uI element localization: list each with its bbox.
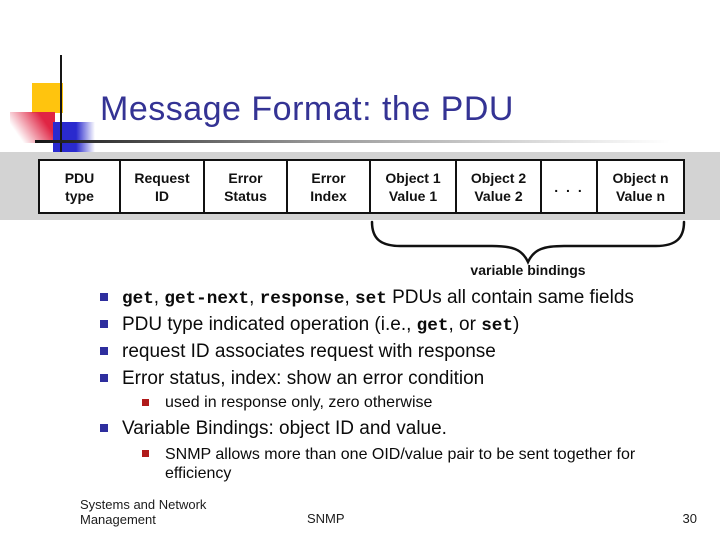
footer-section-label: SNMP: [307, 511, 345, 526]
bullet-text: ,: [153, 287, 165, 308]
bullet-text: response: [259, 289, 345, 309]
subbullet-response-only: used in response only, zero otherwise: [142, 394, 433, 412]
cell-line: Object n: [612, 169, 669, 186]
bullet-text: get: [122, 289, 154, 309]
bullet-text: ,: [249, 287, 260, 308]
cell-line: Object 2: [470, 169, 527, 186]
bullet-text: get: [416, 316, 449, 336]
cell-line: Value 2: [474, 187, 523, 204]
bullet-text: Variable Bindings: object ID and value.: [122, 418, 447, 439]
bullet-text: , or: [448, 314, 482, 335]
pdu-cell-ellipsis: . . .: [542, 161, 598, 212]
bullet-text: set: [355, 289, 387, 309]
bullet-text: set: [481, 316, 513, 336]
bullet-text: PDUs all contain same fields: [386, 287, 634, 308]
bullet-square-icon: [100, 374, 108, 382]
bullet-text: get-next: [164, 289, 250, 309]
cell-line: type: [65, 187, 94, 204]
bullet-same-fields: get, get-next, response, set PDUs all co…: [100, 287, 634, 309]
cell-line: Request: [134, 169, 190, 186]
bullet-square-icon: [100, 347, 108, 355]
cell-line: Error: [311, 169, 346, 186]
cell-line: Status: [224, 187, 267, 204]
footer-course-title: Systems and Network Management: [80, 497, 207, 527]
sub-bullet-square-icon: [142, 450, 149, 457]
cell-line: Index: [310, 187, 347, 204]
bullet-request-id: request ID associates request with respo…: [100, 341, 496, 363]
bullet-text: Error status, index: show an error condi…: [122, 368, 485, 389]
cell-line: Error: [228, 169, 263, 186]
title-underline: [35, 140, 670, 143]
bullet-square-icon: [100, 424, 108, 432]
bullet-square-icon: [100, 293, 108, 301]
cell-line: PDU: [64, 169, 95, 186]
bullet-text: request ID associates request with respo…: [122, 341, 496, 362]
bullet-variable-bindings: Variable Bindings: object ID and value.: [100, 418, 447, 440]
ellipsis-icon: . . .: [554, 178, 584, 195]
cell-line: Value n: [615, 187, 666, 204]
page-title: Message Format: the PDU: [100, 90, 514, 128]
decoration-yellow-square: [32, 83, 63, 113]
cell-line: Object 1: [385, 169, 441, 186]
cell-line: Value 1: [388, 187, 438, 204]
cell-line: ID: [155, 187, 169, 204]
underbrace-icon: [370, 220, 686, 265]
variable-bindings-label: variable bindings: [470, 262, 586, 278]
bullet-text: ): [513, 314, 520, 335]
bullet-text: SNMP allows more than one OID/value pair…: [165, 446, 636, 482]
bullet-text: PDU type indicated operation (i.e.,: [122, 314, 417, 335]
bullet-text: ,: [344, 287, 356, 308]
footer-page-number: 30: [682, 511, 697, 526]
bullet-pdu-type: PDU type indicated operation (i.e., get,…: [100, 314, 520, 336]
decoration-red-square: [10, 112, 55, 143]
bullet-square-icon: [100, 320, 108, 328]
subbullet-snmp-oid: SNMP allows more than one OID/value pair…: [142, 445, 685, 483]
sub-bullet-square-icon: [142, 399, 149, 406]
decoration-vertical-line: [60, 55, 62, 158]
bullet-error-status: Error status, index: show an error condi…: [100, 368, 485, 390]
bullet-text: used in response only, zero otherwise: [165, 394, 433, 411]
